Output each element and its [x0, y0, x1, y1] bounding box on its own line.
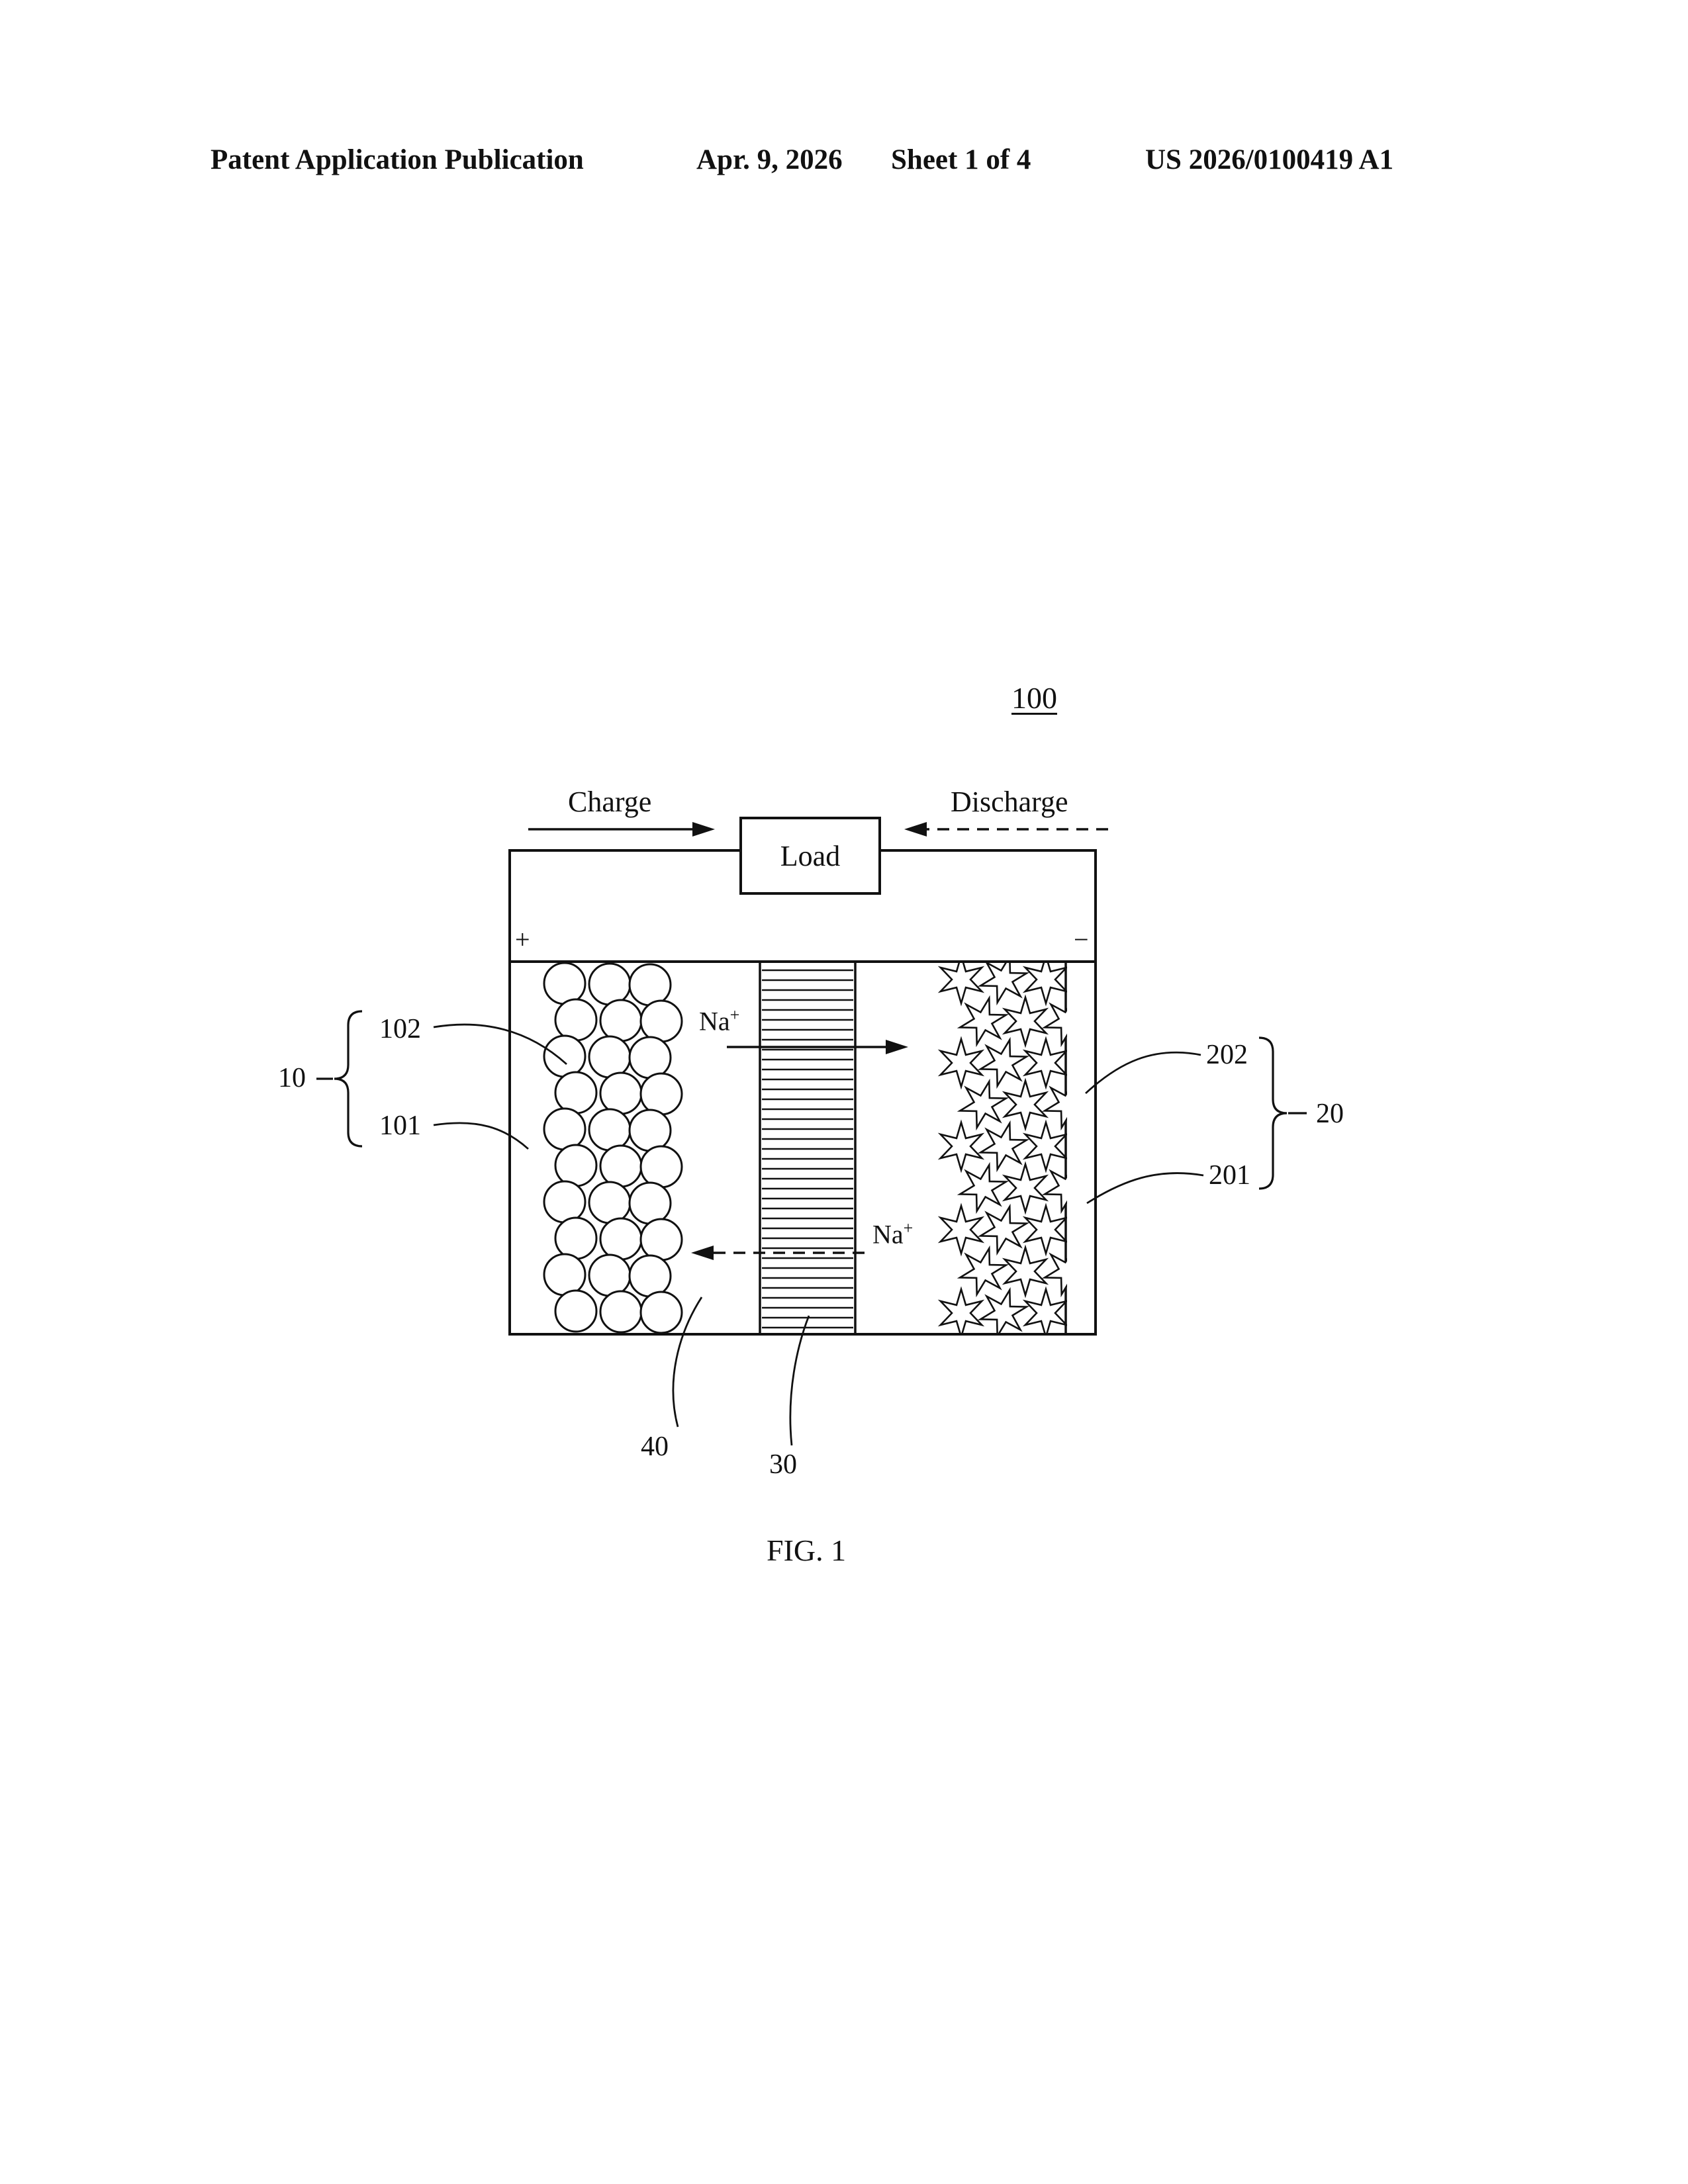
ref-label-30: 30 [769, 1449, 797, 1480]
leader-30 [789, 1315, 810, 1446]
anode-particles [937, 963, 1067, 1333]
load-label: Load [780, 839, 841, 872]
leader-lines [433, 1023, 1204, 1446]
ref-label-40: 40 [641, 1432, 669, 1462]
na-plus-sup: + [903, 1218, 914, 1238]
header-patent-number: US 2026/0100419 A1 [1145, 144, 1394, 175]
figure-ref-100: 100 [1011, 681, 1057, 715]
ref-label-201: 201 [1209, 1160, 1250, 1191]
charge-arrow [528, 822, 715, 837]
brace-20 [1258, 1036, 1288, 1190]
separator-hatch-lines [762, 969, 853, 1329]
charge-label: Charge [568, 786, 652, 818]
discharge-arrow [904, 822, 1108, 837]
na-plus-sup: + [729, 1005, 740, 1024]
leader-201 [1086, 1172, 1204, 1205]
na-ion-label-charge: Na+ [699, 1005, 740, 1036]
leader-202 [1085, 1051, 1201, 1095]
ref-label-102: 102 [379, 1014, 421, 1044]
leader-40 [672, 1297, 703, 1428]
na-ion-label-discharge: Na+ [872, 1218, 914, 1250]
na-base: Na [872, 1219, 904, 1250]
brace-10 [334, 1010, 363, 1148]
na-arrow-discharge [691, 1246, 865, 1260]
discharge-label: Discharge [951, 786, 1068, 818]
ref-label-10: 10 [278, 1063, 306, 1093]
positive-terminal-sign: + [515, 925, 530, 954]
ref-label-20: 20 [1316, 1099, 1344, 1129]
braces [316, 1010, 1307, 1190]
header-date: Apr. 9, 2026 [696, 144, 843, 175]
leader-102 [433, 1023, 567, 1066]
ref-label-101: 101 [379, 1111, 421, 1141]
load-box: Load [739, 817, 881, 895]
ref-label-202: 202 [1206, 1040, 1248, 1070]
cathode-particles [543, 962, 683, 1334]
header-publication-title: Patent Application Publication [211, 144, 584, 175]
na-arrow-charge [727, 1040, 908, 1054]
separator [759, 962, 857, 1334]
negative-terminal-sign: − [1074, 925, 1089, 954]
figure-caption: FIG. 1 [767, 1533, 847, 1567]
na-base: Na [699, 1006, 730, 1036]
header-sheet: Sheet 1 of 4 [891, 144, 1031, 175]
leader-101 [433, 1122, 529, 1150]
